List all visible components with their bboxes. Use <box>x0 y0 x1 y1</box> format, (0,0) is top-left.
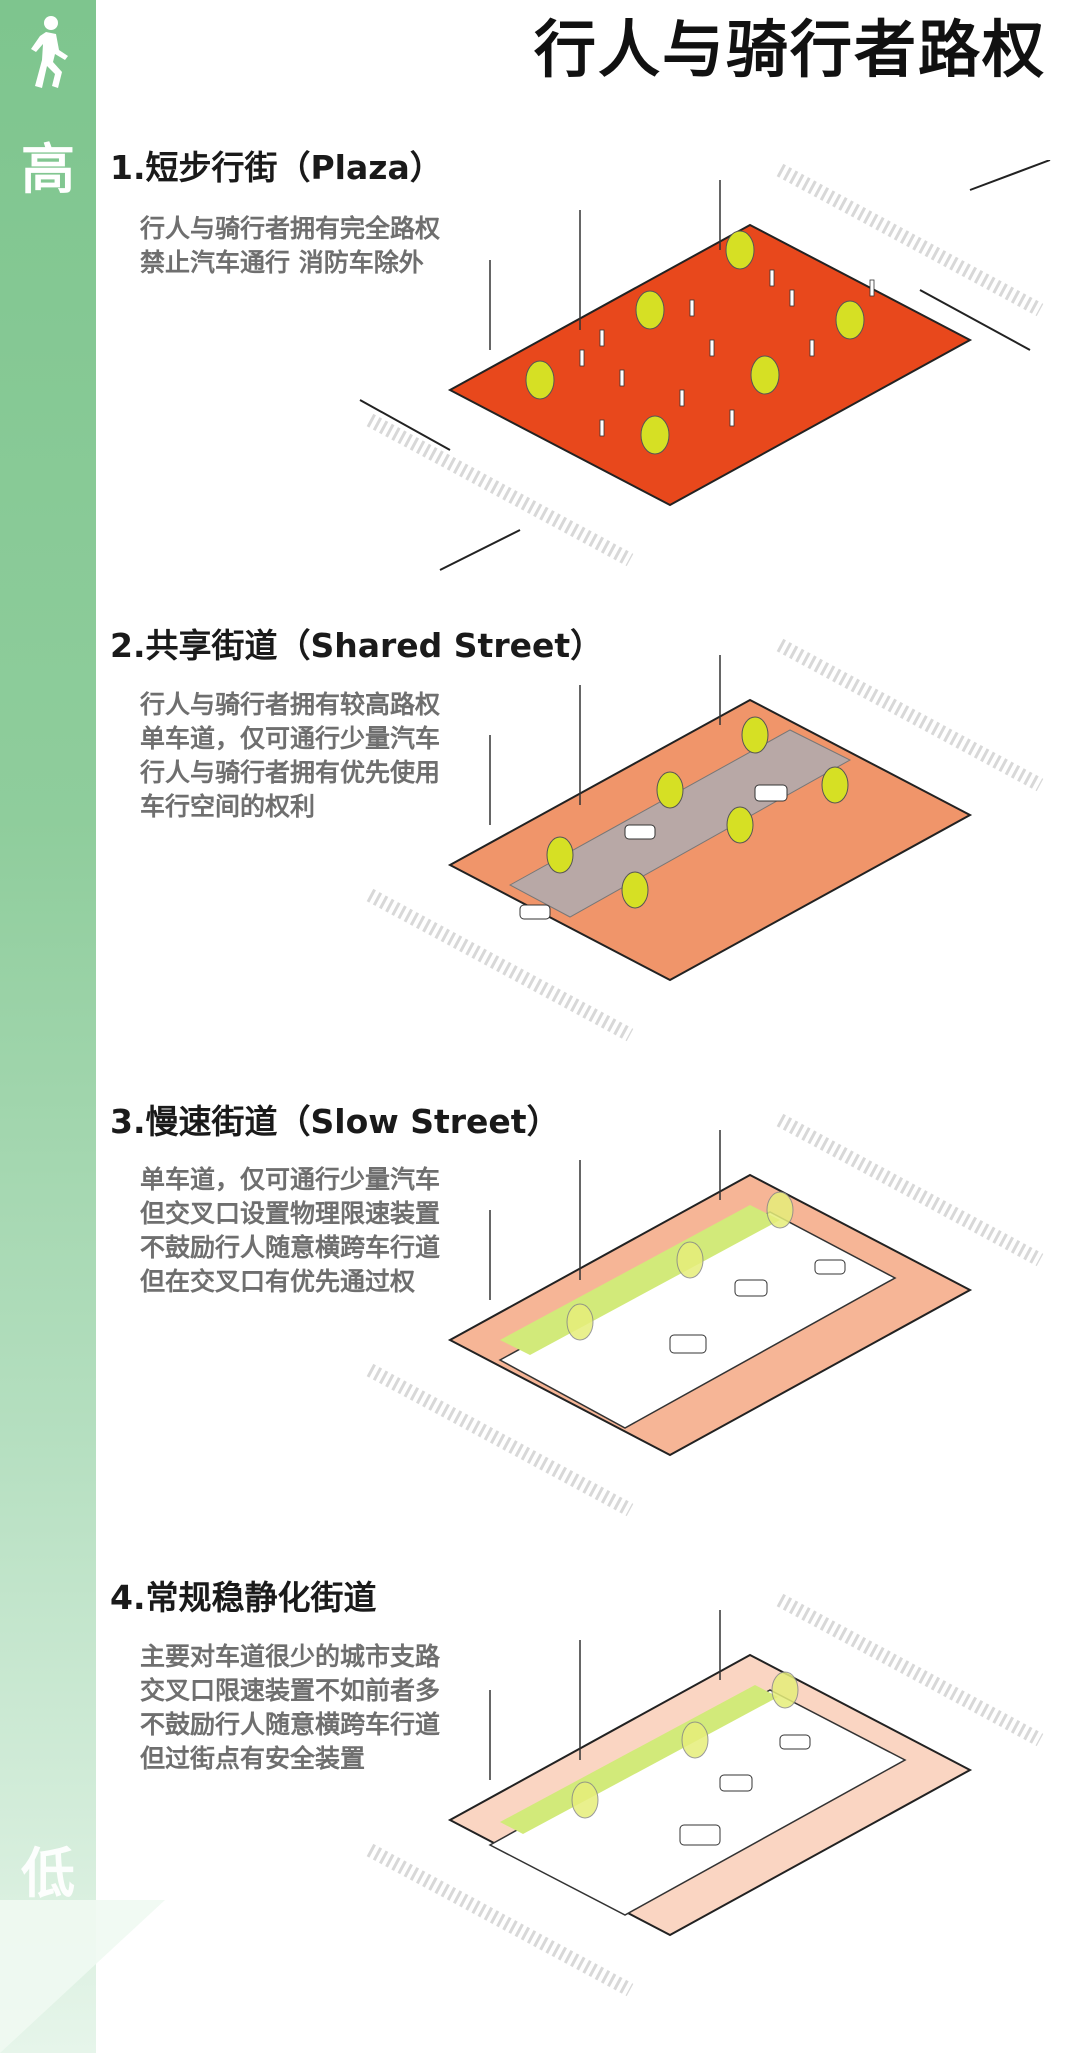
section-3-description: 单车道，仅可通行少量汽车 但交叉口设置物理限速装置 不鼓励行人随意横跨车行道 但… <box>140 1163 440 1299</box>
section-2-line: 行人与骑行者拥有优先使用 <box>140 758 441 787</box>
section-1-line: 禁止汽车通行 消防车除外 <box>140 248 424 277</box>
section-4-description: 主要对车道很少的城市支路 交叉口限速装置不如前者多 不鼓励行人随意横跨车行道 但… <box>140 1640 440 1776</box>
section-2-title: 2.共享街道（Shared Street） <box>110 626 604 665</box>
section-2-description: 行人与骑行者拥有较高路权 单车道，仅可通行少量汽车 行人与骑行者拥有优先使用 车… <box>140 688 440 824</box>
section-1-description: 行人与骑行者拥有完全路权 禁止汽车通行 消防车除外 <box>140 212 440 280</box>
section-4-line: 主要对车道很少的城市支路 <box>140 1642 441 1671</box>
pedestrian-icon <box>31 16 68 88</box>
section-1-title: 1.短步行街（Plaza） <box>110 148 443 187</box>
green-strip <box>500 1685 778 1834</box>
plaza-surface <box>447 223 973 507</box>
section-4-title: 4.常规稳静化街道 <box>110 1578 377 1617</box>
section-2-diagram <box>366 638 1044 1042</box>
section-3-title: 3.慢速街道（Slow Street） <box>110 1102 560 1141</box>
page-title: 行人与骑行者路权 <box>533 13 1046 86</box>
low-priority-label: 低 <box>21 1842 75 1905</box>
section-2-line: 车行空间的权利 <box>140 792 316 821</box>
scale-arrow-tip <box>0 1900 165 2053</box>
shared-street-surface <box>447 698 973 982</box>
shared-lane <box>508 729 852 918</box>
section-4-line: 不鼓励行人随意横跨车行道 <box>140 1710 441 1739</box>
section-4-diagram <box>366 1593 1044 1997</box>
section-2-line: 行人与骑行者拥有较高路权 <box>140 690 441 719</box>
section-3-line: 但在交叉口有优先通过权 <box>140 1267 416 1296</box>
section-3-line: 但交叉口设置物理限速装置 <box>140 1199 441 1228</box>
section-4-line: 但过街点有安全装置 <box>140 1744 366 1773</box>
section-1-line: 行人与骑行者拥有完全路权 <box>140 214 441 243</box>
section-3-line: 单车道，仅可通行少量汽车 <box>140 1165 441 1194</box>
section-2-line: 单车道，仅可通行少量汽车 <box>140 724 441 753</box>
priority-scale-bar <box>0 0 96 2053</box>
section-4-line: 交叉口限速装置不如前者多 <box>140 1676 441 1705</box>
high-priority-label: 高 <box>21 138 75 201</box>
section-3-diagram <box>366 1113 1044 1517</box>
section-1-diagram <box>359 160 1051 571</box>
section-3-line: 不鼓励行人随意横跨车行道 <box>140 1233 441 1262</box>
